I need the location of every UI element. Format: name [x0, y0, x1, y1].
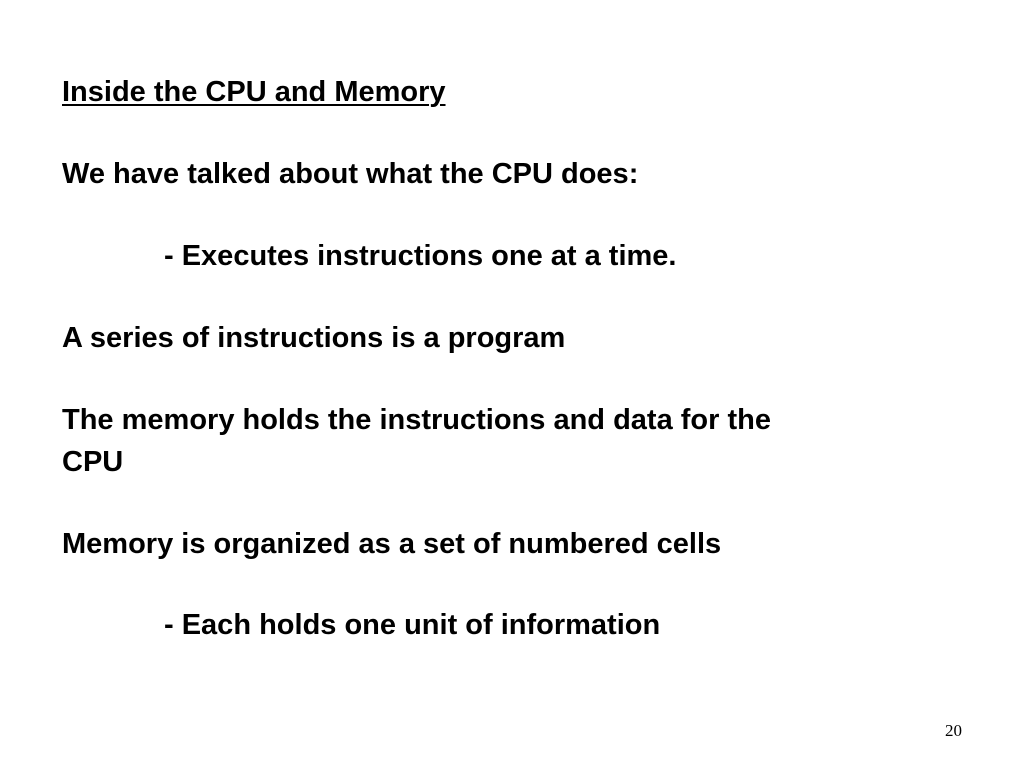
page-number: 20 [945, 721, 962, 740]
text-line-program: A series of instructions is a program [62, 322, 566, 354]
text-line-memory-holds-continued: CPU [62, 446, 124, 478]
bullet-each-holds-unit: - Each holds one unit of information [164, 609, 661, 641]
text-line-memory-organized: Memory is organized as a set of numbered… [62, 528, 722, 560]
text-line-cpu-does: We have talked about what the CPU does: [62, 158, 639, 190]
bullet-executes-instructions: - Executes instructions one at a time. [164, 240, 677, 272]
text-line-memory-holds: The memory holds the instructions and da… [62, 404, 771, 436]
slide-title: Inside the CPU and Memory [62, 76, 446, 108]
